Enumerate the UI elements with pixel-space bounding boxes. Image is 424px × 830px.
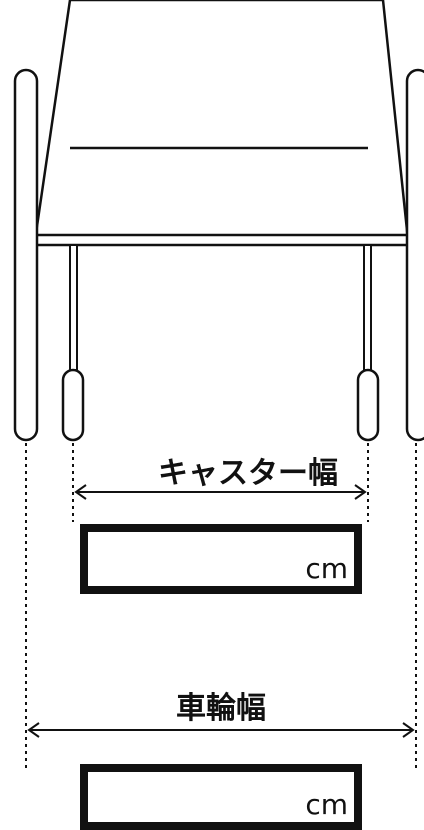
right-wheel (405, 68, 424, 442)
wheel-width-arrow (27, 722, 415, 738)
caster-width-unit: cm (305, 552, 348, 585)
wheelchair-seat (33, 0, 410, 242)
caster-width-field[interactable]: cm (80, 524, 362, 594)
left-caster-wheel (61, 368, 85, 442)
left-caster-post (69, 244, 78, 371)
wheel-width-label: 車輪幅 (176, 691, 266, 726)
right-caster-wheel (356, 368, 380, 442)
caster-width-label: キャスター幅 (158, 456, 338, 491)
frame-crossbar (33, 233, 410, 247)
right-caster-post (363, 244, 372, 371)
wheel-width-unit: cm (305, 788, 348, 821)
left-wheel (13, 68, 39, 442)
wheel-width-field[interactable]: cm (80, 764, 362, 830)
caster-width-arrow (74, 484, 367, 500)
